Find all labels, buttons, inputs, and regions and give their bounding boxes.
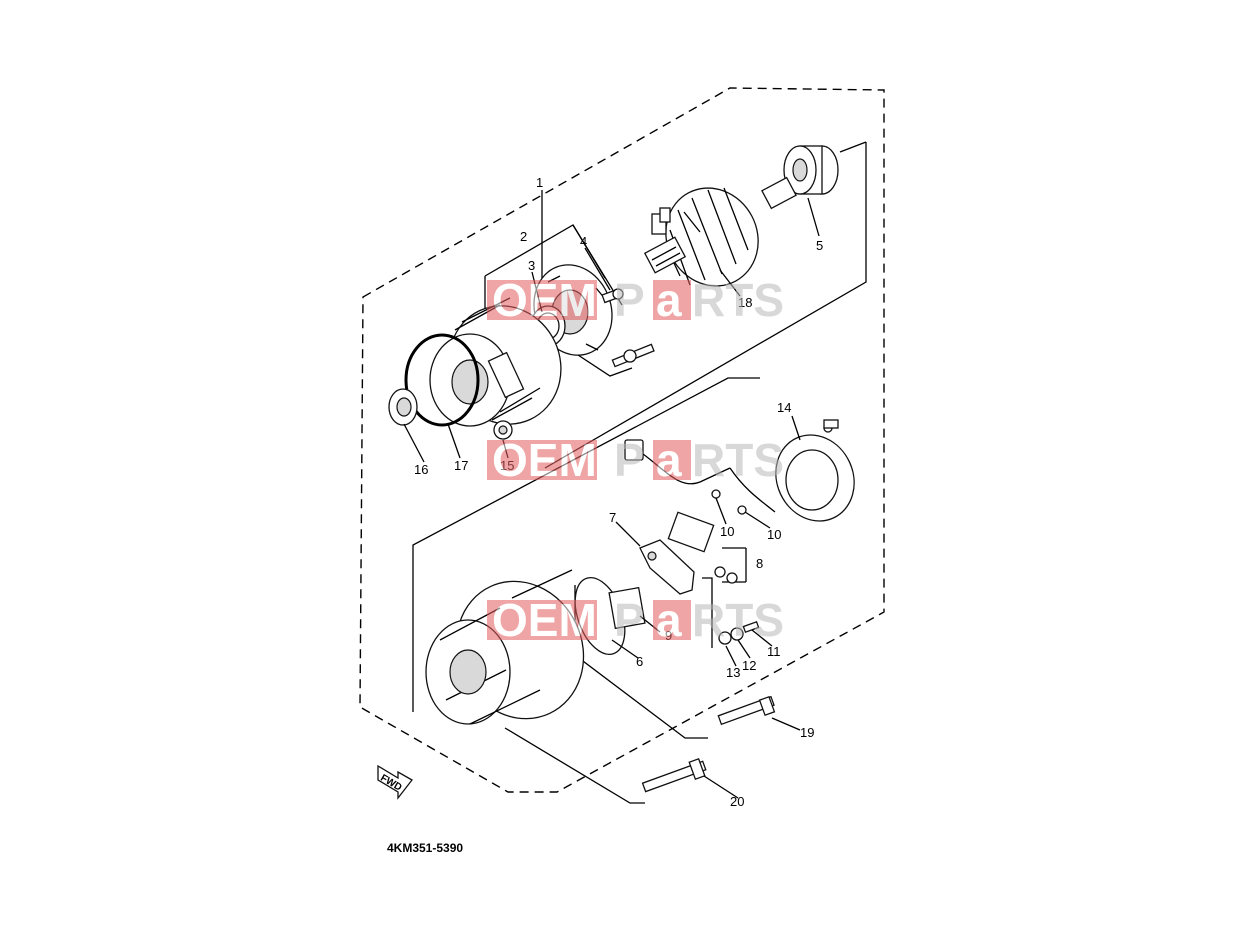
bolt-19 (717, 695, 776, 726)
watermark-logo: OEM P a RTS (487, 434, 784, 486)
svg-text:a: a (656, 594, 682, 646)
rotor (643, 176, 797, 287)
callout-12: 12 (742, 658, 756, 673)
front-bearing (388, 388, 418, 426)
part-code: 4KM351-5390 (387, 841, 463, 855)
callout-17: 17 (454, 458, 468, 473)
callout-2: 2 (520, 229, 527, 244)
svg-text:RTS: RTS (692, 594, 784, 646)
o-ring (404, 333, 480, 427)
rear-cover (775, 419, 855, 522)
callout-18: 18 (738, 295, 752, 310)
callout-16: 16 (414, 462, 428, 477)
watermark-logo: OEM P a RTS (487, 274, 784, 326)
svg-text:a: a (656, 434, 682, 486)
svg-text:P: P (614, 274, 645, 326)
callout-7: 7 (609, 510, 616, 525)
callout-11: 11 (767, 644, 781, 659)
fwd-arrow-icon: FWD (377, 764, 413, 800)
regulator (667, 511, 738, 584)
callout-5: 5 (816, 238, 823, 253)
svg-text:RTS: RTS (692, 274, 784, 326)
front-housing (429, 297, 562, 427)
callout-8: 8 (756, 556, 763, 571)
through-stud (611, 343, 655, 368)
brush-plate (639, 539, 695, 595)
svg-text:P: P (614, 594, 645, 646)
svg-text:OEM: OEM (492, 594, 597, 646)
callout-4: 4 (580, 234, 587, 249)
callout-3: 3 (528, 258, 535, 273)
callout-1: 1 (536, 175, 543, 190)
rear-bearing (783, 145, 839, 195)
svg-text:OEM: OEM (492, 274, 597, 326)
svg-text:OEM: OEM (492, 434, 597, 486)
upper-frame (544, 142, 867, 469)
callout-10b: 10 (767, 527, 781, 542)
svg-text:a: a (656, 274, 682, 326)
callout-10a: 10 (720, 524, 734, 539)
svg-text:P: P (614, 434, 645, 486)
nut (493, 420, 513, 440)
callout-6: 6 (636, 654, 643, 669)
screw-4 (601, 288, 624, 304)
svg-text:RTS: RTS (692, 434, 784, 486)
bolt-20 (641, 757, 707, 793)
callout-20: 20 (730, 794, 744, 809)
callout-19: 19 (800, 725, 814, 740)
washers-and-screw (718, 620, 760, 645)
callout-13: 13 (726, 665, 740, 680)
watermark-logo: OEM P a RTS (487, 594, 784, 646)
callout-14: 14 (777, 400, 791, 415)
